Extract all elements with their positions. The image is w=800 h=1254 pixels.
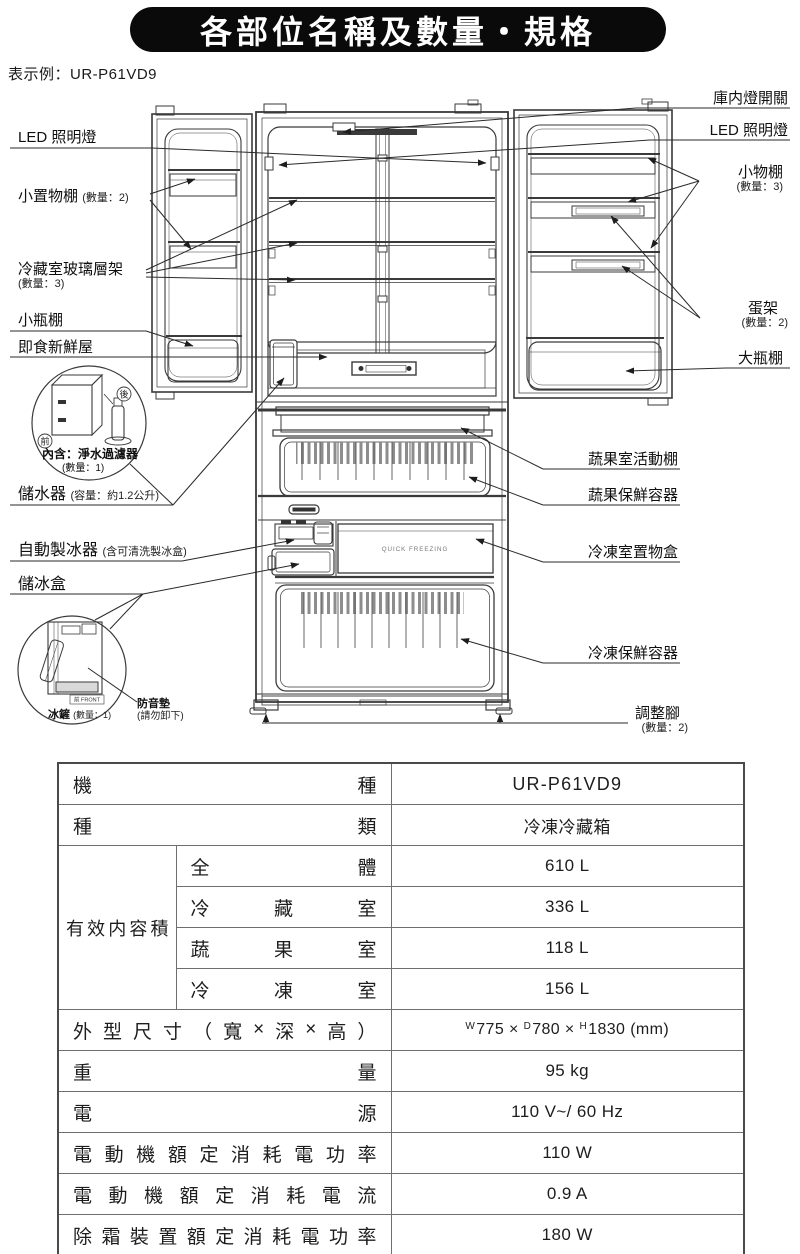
spec-row-motor-current: 電動機額定消耗電流 0.9 A: [57, 1173, 745, 1215]
freezer-corner-inset: 前 FRONT: [17, 615, 127, 725]
callout-feet: 調整腳 (數量：2): [634, 705, 688, 735]
callout-veg-container: 蔬果保鮮容器: [587, 487, 678, 504]
callout-ice-scoop: 冰鏟 (數量：1): [48, 709, 112, 721]
front-marker-label: 前 FRONT: [74, 696, 101, 704]
spec-capacity-total-value: 610 L: [390, 845, 745, 887]
spec-capacity-title: 有效内容積: [66, 918, 169, 939]
callout-led-left: LED 照明燈: [18, 129, 97, 146]
spec-motor-power-label: 電動機額定消耗電功率: [73, 1144, 377, 1166]
quick-freezing-label: QUICK FREEZING: [382, 546, 449, 553]
spec-capacity-fridge-label: 冷藏室: [190, 898, 377, 920]
spec-row-model: 機種 UR-P61VD9: [57, 762, 745, 805]
callout-water-tank: 儲水器 (容量：約1.2公升): [18, 486, 160, 503]
spec-row-capacity-total: 有效内容積 全體 610 L: [57, 845, 745, 1010]
spec-table: 機種 UR-P61VD9 種類 冷凍冷藏箱 有效内容積 全體 610 L 冷藏室…: [57, 762, 745, 1254]
spec-row-category: 種類 冷凍冷藏箱: [57, 804, 745, 846]
spec-row-dimensions: 外型尺寸（寬×深×高） W775 × D780 × H1830 (mm): [57, 1009, 745, 1051]
callout-fresh-room: 即食新鮮屋: [18, 339, 94, 356]
spec-capacity-freezer-value: 156 L: [390, 968, 745, 1010]
spec-power-label: 電源: [73, 1103, 377, 1125]
callout-small-shelf-right: 小物棚 (數量：3): [736, 164, 783, 194]
spec-category-value: 冷凍冷藏箱: [390, 804, 745, 846]
spec-row-capacity-fridge: 冷藏室 336 L: [58, 886, 745, 928]
callout-ice-maker: 自動製冰器 (含可清洗製冰盒): [18, 542, 187, 559]
callout-led-right: LED 照明燈: [709, 122, 788, 139]
model-example: 表示例：UR-P61VD9: [8, 66, 158, 83]
spec-power-value: 110 V~/ 60 Hz: [390, 1091, 745, 1133]
callout-freezer-box: 冷凍室置物盒: [587, 544, 678, 561]
spec-row-capacity-freezer: 冷凍室 156 L: [58, 968, 745, 1010]
spec-capacity-veg-label: 蔬果室: [190, 939, 377, 961]
callout-soundproof: 防音墊 (請勿卸下): [137, 698, 184, 722]
callout-big-bottle: 大瓶棚: [737, 350, 783, 367]
spec-weight-label: 重量: [73, 1062, 377, 1084]
spec-row-weight: 重量 95 kg: [57, 1050, 745, 1092]
spec-model-label: 機種: [73, 775, 377, 797]
spec-motor-power-value: 110 W: [390, 1132, 745, 1174]
spec-capacity-freezer-label: 冷凍室: [190, 980, 377, 1002]
filter-caption: 內含：淨水過濾器: [42, 447, 139, 461]
callout-veg-shelf: 蔬果室活動棚: [587, 451, 678, 468]
spec-row-motor-power: 電動機額定消耗電功率 110 W: [57, 1132, 745, 1174]
spec-row-defrost-power: 除霜裝置額定消耗電功率 180 W: [57, 1214, 745, 1254]
main-cabinet: [249, 99, 513, 715]
spec-dimensions-label: 外型尺寸（寬×深×高）: [73, 1019, 377, 1043]
filter-caption-note: (數量：1): [62, 463, 105, 474]
callout-freezer-container: 冷凍保鮮容器: [587, 645, 678, 662]
callout-leaders: [10, 107, 790, 724]
spec-weight-value: 95 kg: [390, 1050, 745, 1092]
spec-defrost-power-label: 除霜裝置額定消耗電功率: [73, 1226, 377, 1248]
page-title: 各部位名稱及數量・規格: [199, 13, 596, 50]
spec-dimensions-value: W775 × D780 × H1830 (mm): [390, 1009, 745, 1051]
callout-small-bottle: 小瓶棚: [18, 312, 64, 329]
spec-category-label: 種類: [73, 816, 377, 838]
right-door: [513, 98, 673, 406]
callout-glass-shelf: 冷藏室玻璃層架 (數量：3): [18, 261, 124, 291]
spec-capacity-veg-value: 118 L: [390, 927, 745, 969]
callout-light-switch: 庫内燈開關: [712, 90, 788, 107]
spec-row-capacity-veg: 蔬果室 118 L: [58, 927, 745, 969]
filter-front-mark: 前: [40, 436, 49, 447]
callout-small-shelf-left: 小置物棚 (數量：2): [18, 188, 129, 205]
spec-capacity-total-label: 全體: [190, 857, 377, 879]
filter-rear-mark: 後: [119, 389, 128, 400]
spec-motor-current-label: 電動機額定消耗電流: [73, 1185, 377, 1207]
spec-capacity-fridge-value: 336 L: [390, 886, 745, 928]
spec-motor-current-value: 0.9 A: [390, 1173, 745, 1215]
spec-model-value: UR-P61VD9: [390, 762, 745, 805]
callout-ice-box: 儲冰盒: [18, 576, 67, 593]
page-title-banner: 各部位名稱及數量・規格: [130, 7, 666, 52]
spec-row-power: 電源 110 V~/ 60 Hz: [57, 1091, 745, 1133]
spec-defrost-power-value: 180 W: [390, 1214, 745, 1254]
water-filter-inset: 前 後: [31, 365, 147, 481]
callout-egg-rack: 蛋架 (數量：2): [741, 300, 788, 330]
